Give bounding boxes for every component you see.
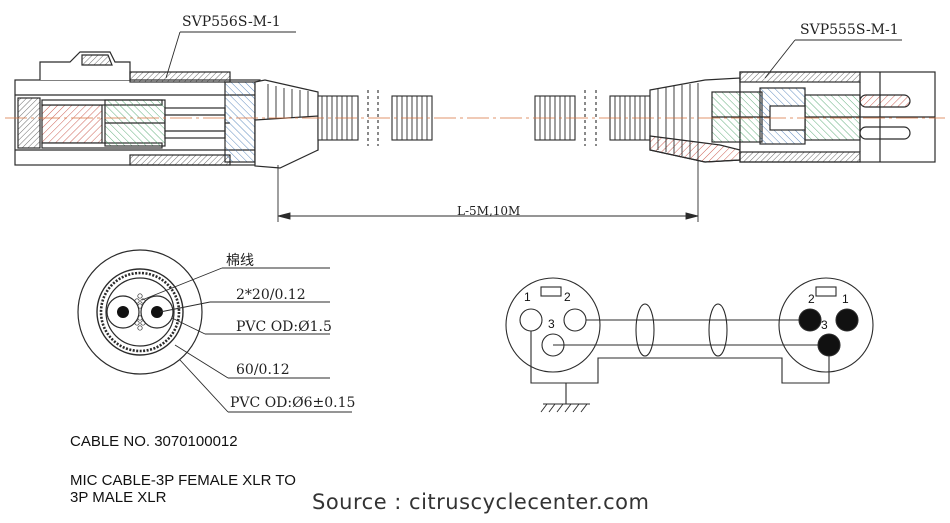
length-dimension (277, 160, 699, 222)
male-pin-3 (817, 333, 841, 357)
description-line-2: 3P MALE XLR (70, 489, 167, 506)
male-pin-2 (798, 308, 822, 332)
male-pin-label-3: 3 (821, 318, 828, 332)
female-pin-label-1: 1 (524, 290, 531, 304)
female-pin-label-2: 2 (564, 290, 571, 304)
cable-length-label: L-5M,10M (457, 204, 521, 218)
male-xlr-face (778, 277, 874, 373)
source-watermark: Source : citruscyclecenter.com (312, 490, 650, 514)
conductor-1 (106, 295, 140, 329)
outer-od-label: PVC OD:Ø6±0.15 (230, 395, 356, 411)
female-xlr-connector (14, 51, 319, 169)
male-pin-label-2: 2 (808, 292, 815, 306)
cross-section-leaders (141, 267, 352, 413)
cable-cross-section (77, 249, 203, 375)
conductor-2 (140, 295, 174, 329)
wiring-schematic (505, 277, 874, 413)
female-xlr-face (505, 277, 601, 373)
inner-od-label: PVC OD:Ø1.5 (236, 319, 332, 335)
part-number-leaders (165, 31, 902, 79)
female-part-number: SVP556S-M-1 (182, 14, 281, 30)
filler-label: 棉线 (226, 253, 254, 269)
male-xlr-connector (649, 71, 936, 163)
male-part-number: SVP555S-M-1 (800, 22, 899, 38)
shield-spec-label: 60/0.12 (236, 362, 290, 378)
description-line-1: MIC CABLE-3P FEMALE XLR TO (70, 472, 296, 489)
male-pin-label-1: 1 (842, 292, 849, 306)
cable-number: CABLE NO. 3070100012 (70, 433, 238, 450)
female-pin-label-3: 3 (548, 317, 555, 331)
male-pin-1 (835, 308, 859, 332)
conductor-spec-label: 2*20/0.12 (236, 287, 306, 303)
